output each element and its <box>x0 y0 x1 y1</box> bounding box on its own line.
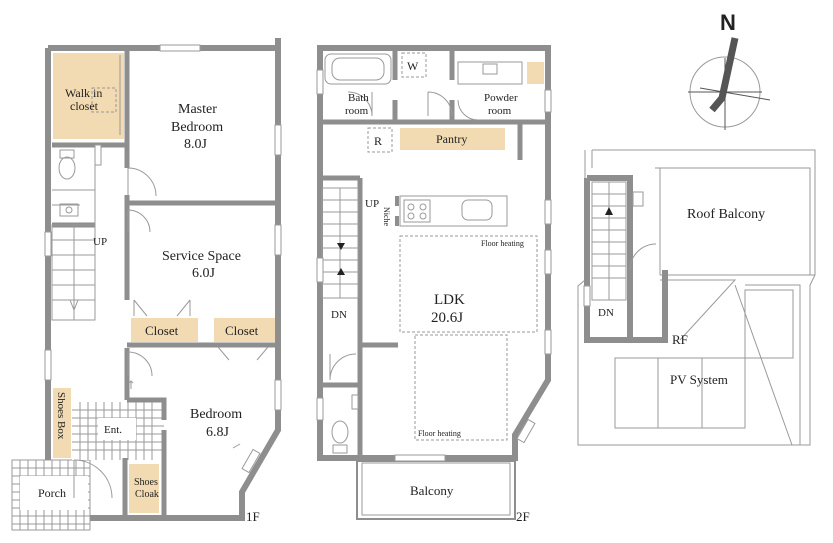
powder-room-shelf <box>527 62 544 84</box>
windows-2f <box>316 69 552 462</box>
closet-left-fill <box>131 318 198 342</box>
roof-outline <box>577 149 816 446</box>
stairs-up-1f: UP <box>93 236 107 248</box>
shoes-cloak-label-2: Cloak <box>135 489 159 500</box>
niche-label: Niche <box>382 207 391 227</box>
floor-heating-bottom-label: Floor heating <box>418 429 461 438</box>
rf-label: RF <box>672 332 688 347</box>
north-label: N <box>720 10 736 35</box>
pv-panels <box>614 289 794 429</box>
stairs-roof <box>591 181 627 301</box>
pantry-fill <box>400 128 505 150</box>
labels-2f: Bath room W Powder room R Pantry Niche U… <box>331 59 530 524</box>
stairs-up-2f: UP <box>365 198 379 210</box>
bathtub <box>324 53 392 85</box>
roof-plan <box>577 149 816 446</box>
toilet-1f <box>58 149 76 180</box>
compass: N <box>688 10 771 130</box>
windows-1f <box>44 44 282 474</box>
floor-label-1f: 1F <box>246 509 260 524</box>
powder-room-label-1: Powder <box>484 92 518 104</box>
floor-1f <box>11 38 282 531</box>
master-bedroom-label-2: Bedroom <box>171 120 223 135</box>
porch-label: Porch <box>38 486 66 500</box>
floor-heating-top-label: Floor heating <box>481 239 524 248</box>
bedroom-label: Bedroom <box>190 407 242 422</box>
walk-in-closet-label-1: Walk in <box>65 86 102 100</box>
shoes-cloak-fill <box>129 464 159 513</box>
2f-outer-wall <box>317 45 551 461</box>
shoes-cloak-label-1: Shoes <box>134 477 158 488</box>
stairs-down-roof: DN <box>598 307 614 319</box>
entrance-tiles <box>72 402 164 460</box>
master-bedroom-size: 8.0J <box>184 137 208 152</box>
floor-heating-zone-top <box>399 235 538 333</box>
labels-1f: Walk in closet Master Bedroom 8.0J Servi… <box>38 86 260 524</box>
roof-balcony-label: Roof Balcony <box>687 207 765 222</box>
bath-room-label-2: room <box>345 105 369 117</box>
pv-system-label: PV System <box>670 372 728 387</box>
bath-room-label-1: Bath <box>348 92 369 104</box>
closet-left-label: Closet <box>145 323 179 338</box>
floor-2f <box>316 45 552 520</box>
balcony <box>356 460 516 520</box>
stairs-1f <box>51 224 96 321</box>
sink-1f <box>59 203 79 217</box>
bedroom-size: 6.8J <box>206 425 230 440</box>
balcony-label: Balcony <box>410 483 454 498</box>
kitchen-counter <box>399 195 508 227</box>
closet-right-fill <box>214 318 275 342</box>
shoes-box-label: Shoes Box <box>55 392 67 440</box>
pantry-label: Pantry <box>436 132 467 146</box>
walk-in-closet-label-2: closet <box>70 99 99 113</box>
shoes-box-fill <box>53 388 71 458</box>
floor-heating-zone-bottom <box>414 334 508 441</box>
refrigerator-label: R <box>374 134 382 148</box>
closet-right-label: Closet <box>225 323 259 338</box>
washer-label: W <box>407 59 419 73</box>
stairs-2f <box>321 187 359 299</box>
ldk-label: LDK <box>434 292 465 308</box>
porch-area <box>11 459 91 531</box>
master-bedroom-label-1: Master <box>178 102 217 117</box>
ldk-size: 20.6J <box>431 310 463 326</box>
toilet-2f <box>331 394 359 454</box>
entrance-label: Ent. <box>104 424 122 436</box>
floor-label-2f: 2F <box>516 509 530 524</box>
walk-in-closet-fill <box>53 53 124 139</box>
service-space-label: Service Space <box>162 249 241 264</box>
labels-roof: Roof Balcony DN RF PV System <box>598 207 765 387</box>
stairs-down-2f: DN <box>331 309 347 321</box>
service-space-size: 6.0J <box>192 266 216 281</box>
powder-room-label-2: room <box>488 105 512 117</box>
